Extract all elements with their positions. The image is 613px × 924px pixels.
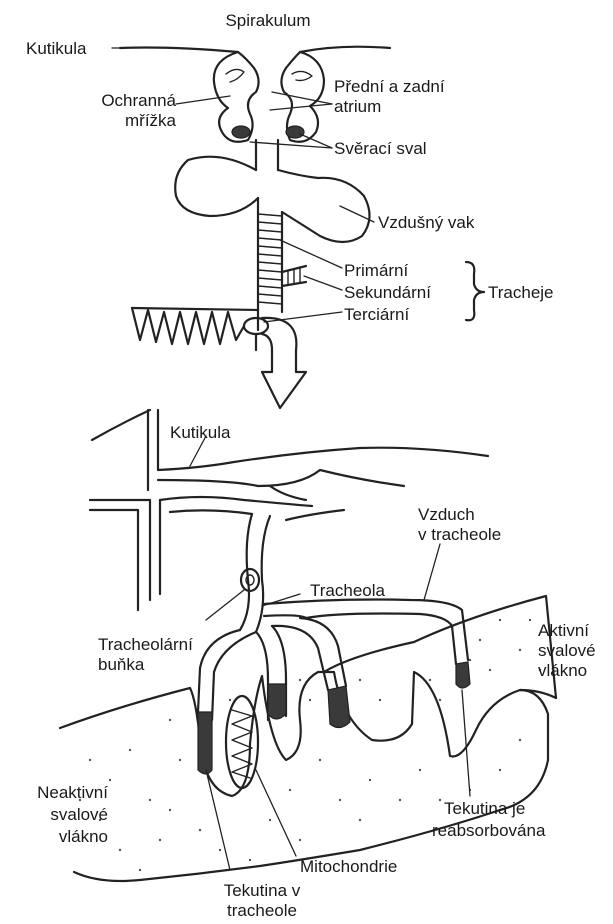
label-kutikula-bottom: Kutikula	[170, 423, 231, 442]
branch-c	[90, 500, 150, 600]
leader-vzduch	[424, 544, 440, 600]
tertiary-folds	[132, 308, 244, 344]
branch-f	[160, 497, 312, 506]
branch-h	[286, 510, 344, 520]
down-arrow	[262, 318, 306, 408]
cuticle-right	[300, 47, 390, 52]
label-tekutina-v-2: tracheole	[227, 901, 297, 920]
mitochondrion	[226, 696, 258, 788]
branch-a	[92, 410, 150, 440]
label-predni-zadni-2: atrium	[334, 97, 381, 116]
cuticle-left	[120, 48, 238, 53]
cuticle-notch	[270, 486, 306, 500]
leader-atrium-2	[270, 104, 332, 110]
label-tekutina-v-1: Tekutina v	[224, 881, 301, 900]
taenidia-primary	[258, 214, 282, 304]
label-tracheolarni-2: buňka	[98, 655, 145, 674]
label-aktivni-3: vlákno	[538, 661, 587, 680]
tracheje-bracket	[466, 262, 484, 320]
label-ochranna-1: Ochranná	[101, 91, 176, 110]
tracheolar-cell	[241, 569, 259, 591]
label-tekutina-je-1: Tekutina je	[444, 799, 525, 818]
branch-d	[90, 510, 138, 610]
tracheole-right-top	[264, 600, 468, 661]
leader-mitochondrie	[256, 770, 296, 856]
label-predni-zadni-1: Přední a zadní	[334, 77, 445, 96]
cuticle-line-lower	[158, 470, 404, 486]
sphincter-left	[232, 126, 250, 138]
label-ochranna-2: mřížka	[125, 111, 177, 130]
leader-terciarni	[264, 312, 342, 322]
air-sac-left	[175, 157, 258, 216]
labels: Spirakulum Kutikula Přední a zadní atriu…	[26, 11, 596, 920]
air-sac-right	[278, 170, 370, 242]
tracheole-fiber-left-inner	[212, 632, 256, 720]
fluid-plug-right	[456, 662, 470, 688]
label-aktivni-2: svalové	[538, 641, 596, 660]
air-sacs	[175, 157, 369, 242]
sphincter-right	[286, 126, 304, 138]
branch-g	[170, 510, 252, 514]
label-mitochondrie: Mitochondrie	[300, 857, 397, 876]
leader-tracheola	[262, 594, 300, 606]
trachea-tubes	[132, 198, 306, 408]
leader-sekundarni	[304, 276, 342, 290]
tertiary-trunk-top	[132, 308, 258, 310]
label-primarni: Primární	[344, 261, 409, 280]
leader-tekutina-v	[206, 770, 230, 870]
fluid-plug-mid	[268, 684, 286, 719]
tracheole-third-b	[300, 618, 346, 686]
label-terciarni: Terciární	[344, 305, 409, 324]
label-tracheje: Tracheje	[488, 283, 554, 302]
label-neaktivni-1: Neaktivní	[37, 783, 108, 802]
label-sveraci: Svěrací sval	[334, 139, 427, 158]
label-kutikula-top: Kutikula	[26, 39, 87, 58]
label-vzduch-2: v tracheole	[418, 525, 501, 544]
label-sekundarni: Sekundární	[344, 283, 431, 302]
inactive-fiber-outline	[60, 672, 548, 881]
fluid-plug-third	[328, 686, 350, 728]
label-tracheola: Tracheola	[310, 581, 386, 600]
tracheole-stem-left	[240, 514, 252, 630]
label-vzduch-1: Vzduch	[418, 505, 475, 524]
label-tekutina-je-2: reabsorbována	[432, 821, 546, 840]
label-aktivni-1: Aktivní	[538, 621, 589, 640]
leader-primarni	[280, 240, 342, 268]
label-tracheolarni-1: Tracheolární	[98, 635, 193, 654]
leader-atrium-1	[272, 92, 332, 104]
tracheole-fiber-left-outer	[198, 630, 240, 712]
tertiary-ring	[244, 318, 268, 334]
leader-lines	[112, 48, 470, 870]
fluid-plug-left	[198, 712, 212, 774]
label-neaktivni-3: vlákno	[59, 827, 108, 846]
leader-tracheolarni	[206, 590, 244, 620]
guard-grid-right	[292, 71, 312, 80]
label-spirakulum: Spirakulum	[225, 11, 310, 30]
active-fiber-outline	[414, 596, 556, 698]
label-neaktivni-2: svalové	[50, 805, 108, 824]
label-vzdusny-vak: Vzdušný vak	[378, 213, 475, 232]
guard-grid-left	[226, 69, 244, 82]
